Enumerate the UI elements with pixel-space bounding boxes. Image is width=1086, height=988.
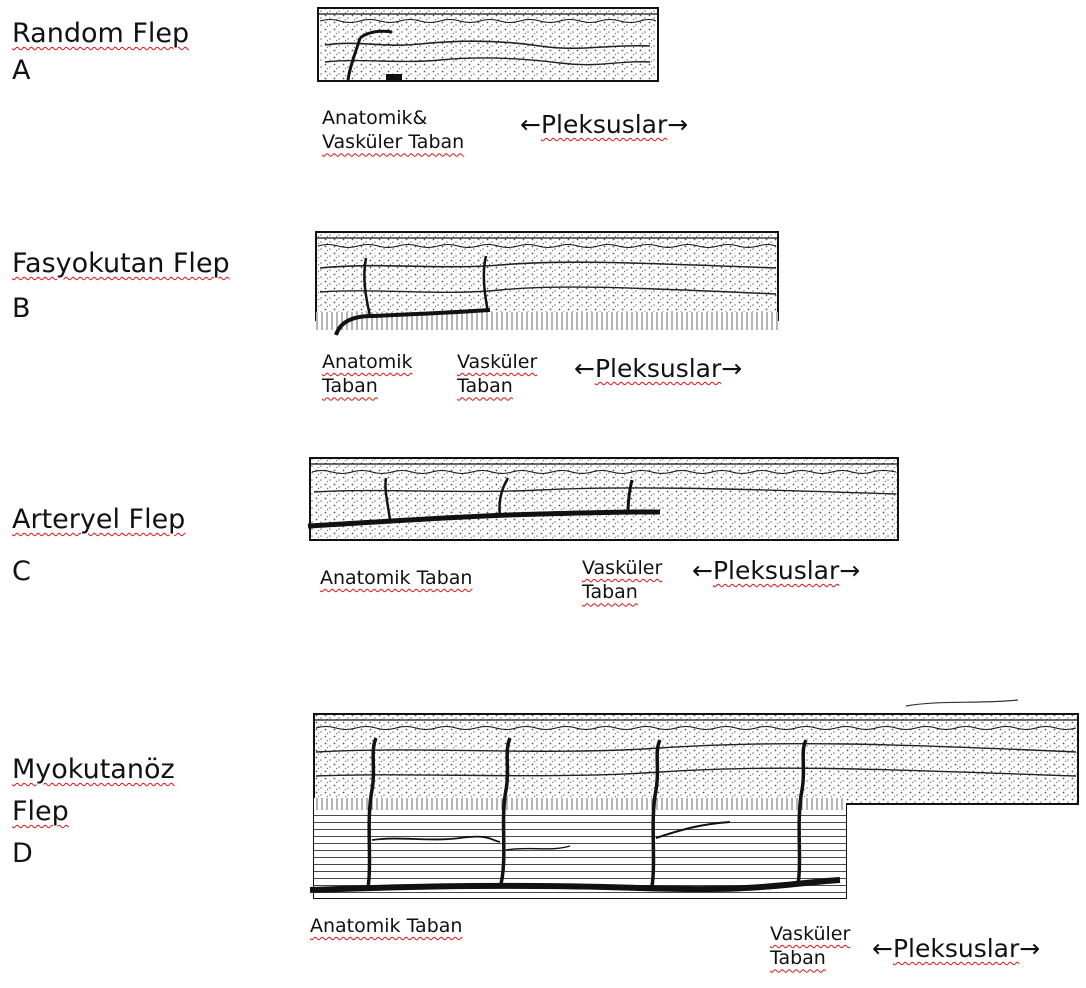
myocutaneous-flap-title: Myokutanöz [12,754,175,786]
arrow-right-icon: → [721,354,742,383]
random-flap-letter: A [12,55,30,87]
myocutaneous-flap-letter: D [12,838,33,870]
arterial-flap-title: Arteryel Flep [12,504,185,536]
random-flap-base-label: Anatomik& Vasküler Taban [322,106,464,155]
myocutaneous-flap-title-line2: Flep [12,796,69,828]
arrow-right-icon: → [1019,934,1040,963]
fasciocutaneous-vascular-base-label: Vasküler Taban [457,350,537,399]
arrow-right-icon: → [667,110,688,139]
fasciocutaneous-flap-letter: B [12,293,31,325]
myocutaneous-flap-illustration [310,700,1078,898]
fasciocutaneous-anatomic-base-label: Anatomik Taban [322,350,413,399]
arterial-anatomic-base-label: Anatomik Taban [320,566,472,590]
arrow-left-icon: ← [574,354,595,383]
arrow-left-icon: ← [520,110,541,139]
myocutaneous-vascular-base-label: Vasküler Taban [770,922,850,971]
arterial-plexus-arrow: ←Pleksuslar→ [692,556,860,585]
arterial-vascular-base-label: Vasküler Taban [582,556,662,605]
arrow-right-icon: → [839,556,860,585]
arterial-flap-letter: C [12,556,31,588]
arrow-left-icon: ← [692,556,713,585]
random-flap-illustration [318,8,658,82]
arterial-flap-illustration [308,458,898,540]
myocutaneous-plexus-arrow: ←Pleksuslar→ [872,934,1040,963]
fasciocutaneous-flap-title: Fasyokutan Flep [12,248,230,280]
fasciocutaneous-flap-illustration [316,232,778,335]
myocutaneous-anatomic-base-label: Anatomik Taban [310,914,462,938]
random-flap-plexus-arrow: ←Pleksuslar→ [520,110,688,139]
random-flap-title: Random Flep [12,18,189,50]
fasciocutaneous-plexus-arrow: ←Pleksuslar→ [574,354,742,383]
arrow-left-icon: ← [872,934,893,963]
